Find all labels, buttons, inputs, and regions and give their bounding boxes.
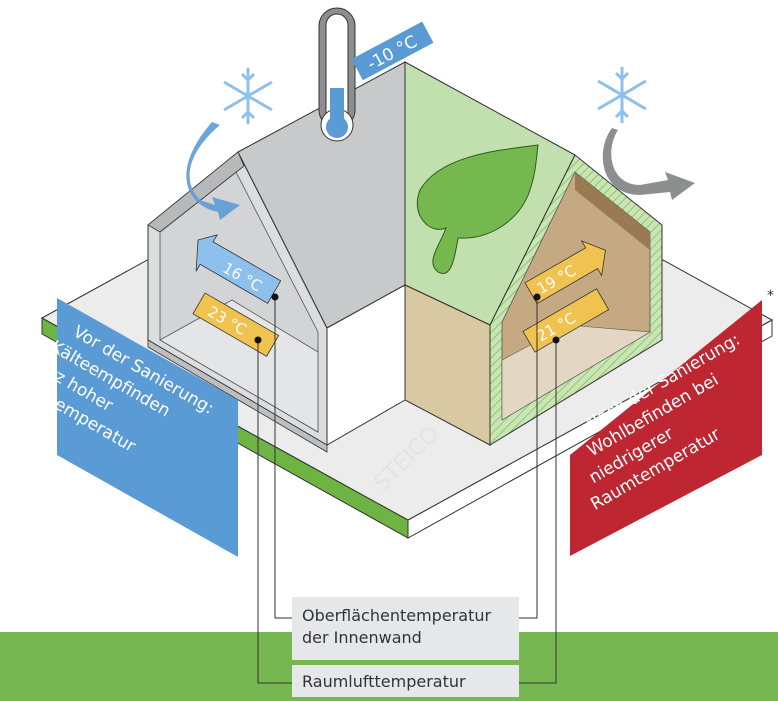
- leaf-icon: [416, 144, 539, 275]
- snowflake-icon: [597, 67, 647, 123]
- legend-line: Raumlufttemperatur: [302, 672, 466, 691]
- legend-line: Oberflächentemperatur: [302, 606, 492, 625]
- legend-air-temp: Raumlufttemperatur: [292, 665, 519, 697]
- legend-line: der Innenwand: [302, 628, 422, 647]
- legend-surface-temp: Oberflächentemperatur der Innenwand: [292, 597, 519, 660]
- footnote-mark: *: [767, 288, 774, 304]
- heat-loss-arrow-icon: [602, 128, 695, 200]
- snowflake-icon: [223, 68, 273, 124]
- house-after-renovation: [404, 61, 663, 446]
- leader-lines: [257, 297, 557, 684]
- house-before-renovation: [147, 61, 406, 453]
- cold-air-arrow-icon: [186, 122, 240, 220]
- thermometer-icon: [318, 7, 356, 142]
